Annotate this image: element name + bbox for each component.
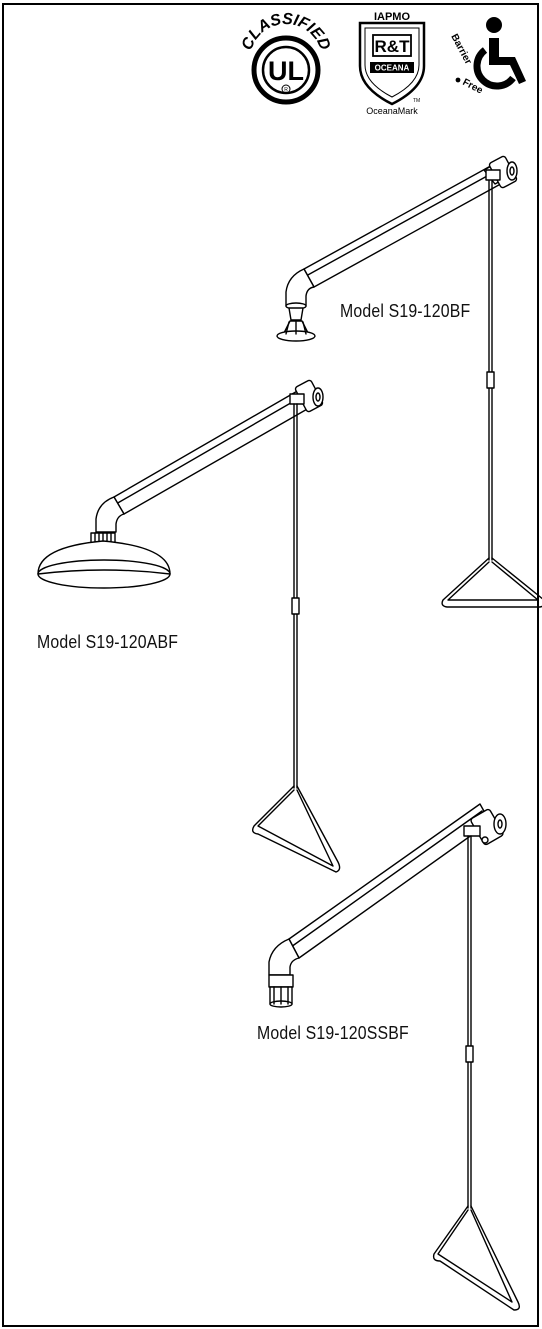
model-label-s19-120ssbf: Model S19-120SSBF: [257, 1023, 409, 1043]
iapmo-rt: R&T: [375, 37, 411, 56]
page-border: [2, 3, 539, 1327]
ul-classified-logo: CLASSIFIED UL R: [239, 11, 333, 105]
ul-mark: UL: [268, 56, 304, 86]
wheelchair-icon: [473, 17, 526, 90]
model-label-s19-120abf: Model S19-120ABF: [37, 632, 179, 652]
drawing-s19-120ssbf: [268, 803, 521, 1311]
iapmo-title: IAPMO: [374, 11, 411, 23]
iapmo-tm: TM: [413, 98, 420, 104]
drawing-s19-120abf: [37, 379, 341, 873]
iapmo-oceana-band: OCEANA: [375, 64, 410, 73]
barrier-free-logo: Barrier Free: [448, 17, 526, 97]
drawing-s19-120bf: [276, 155, 542, 608]
model-label-s19-120bf: Model S19-120BF: [340, 301, 471, 321]
iapmo-oceanamark-logo: IAPMO R&T OCEANA TM OceanaMark: [358, 11, 426, 116]
ul-registered: R: [284, 87, 288, 93]
iapmo-caption: OceanaMark: [366, 106, 418, 116]
